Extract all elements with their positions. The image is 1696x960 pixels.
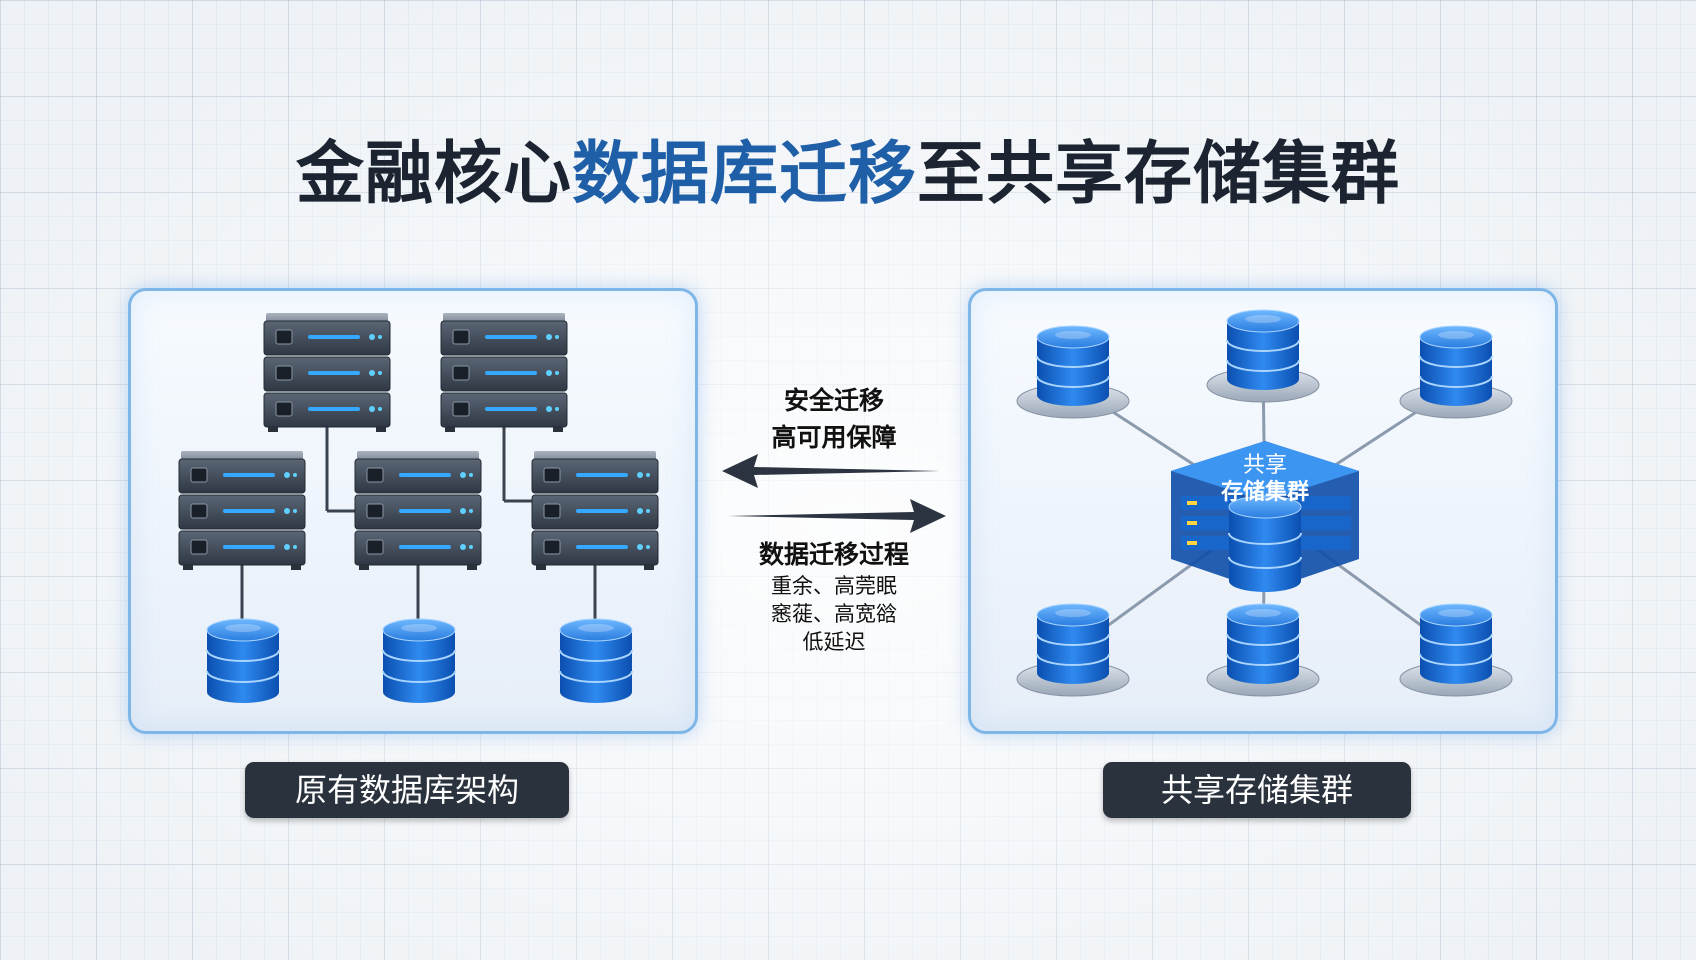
migration-process-line-1: 重余、高莞眠 (771, 574, 897, 598)
shared-storage-panel: 共享 存储集群 (968, 288, 1558, 734)
server-stack-bottom-left (178, 451, 306, 571)
database-icon-left (206, 618, 280, 704)
storage-node-top-left (1016, 325, 1130, 419)
storage-node-bottom-left (1016, 603, 1130, 697)
arrow-right-icon (728, 499, 946, 533)
shared-storage-diagram: 共享 存储集群 (1016, 309, 1513, 697)
storage-node-bottom-middle (1206, 603, 1320, 697)
server-stack-top-left (263, 313, 391, 433)
hub-label-line-2: 存储集群 (1221, 479, 1309, 505)
server-stack-bottom-middle (354, 451, 482, 571)
arrow-left-icon (722, 454, 940, 488)
secure-migration-line-2: 高可用保障 (771, 423, 897, 452)
database-icon-right (559, 618, 633, 704)
original-architecture-diagram (178, 313, 659, 704)
original-architecture-panel (128, 288, 698, 734)
migration-section: 安全迁移 高可用保障 数据迁移过程 重余、高莞眠 窸蓰、高宽谽 低延迟 (700, 370, 968, 660)
hub-label-line-1: 共享 (1243, 453, 1287, 478)
storage-node-top-middle (1206, 309, 1320, 403)
title-part-1: 金融核心 (295, 135, 572, 214)
database-icon-middle (382, 618, 456, 704)
storage-cluster-hub: 共享 存储集群 (1171, 441, 1359, 592)
secure-migration-line-1: 安全迁移 (783, 386, 884, 415)
server-stack-top-right (440, 313, 568, 433)
original-architecture-label: 原有数据库架构 (245, 762, 569, 818)
migration-process-line-3: 低延迟 (802, 630, 866, 654)
title-part-3: 至共享存储集群 (917, 135, 1401, 214)
page-title: 金融核心数据库迁移至共享存储集群 (0, 118, 1696, 217)
shared-storage-label: 共享存储集群 (1103, 762, 1411, 818)
migration-process-line-2: 窸蓰、高宽谽 (771, 602, 897, 626)
migration-arrows (722, 454, 946, 533)
storage-node-bottom-right (1399, 603, 1513, 697)
storage-node-top-right (1399, 325, 1513, 419)
migration-process-title: 数据迁移过程 (758, 540, 909, 569)
title-part-2: 数据库迁移 (571, 135, 917, 214)
server-stack-bottom-right (531, 451, 659, 571)
